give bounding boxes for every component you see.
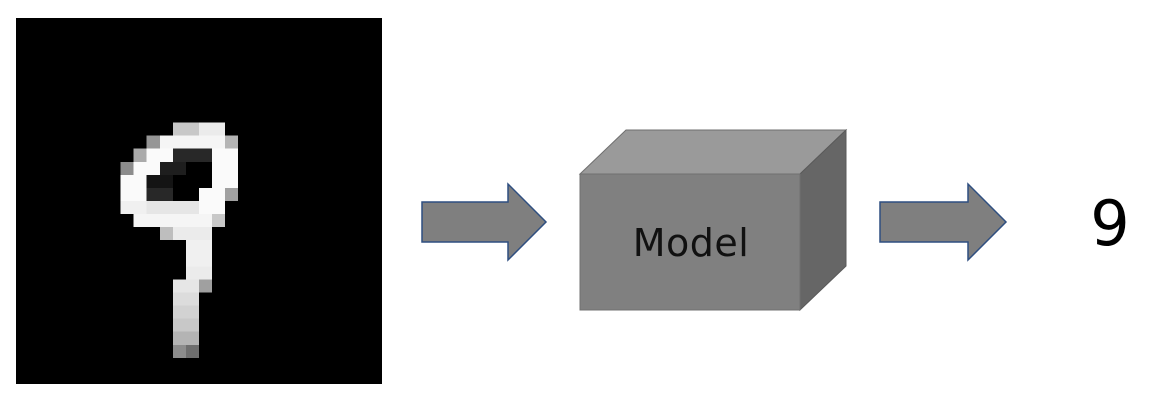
digit-pixel: [120, 201, 134, 215]
digit-pixel: [146, 201, 160, 215]
digit-pixel: [146, 214, 160, 228]
digit-pixel: [212, 148, 226, 162]
digit-pixel: [172, 148, 186, 162]
digit-pixel: [133, 161, 147, 175]
digit-pixel: [185, 331, 199, 345]
digit-pixel: [225, 174, 239, 188]
digit-pixel: [185, 135, 199, 149]
digit-pixel: [172, 122, 186, 136]
digit-pixel: [146, 161, 160, 175]
digit-pixel: [185, 279, 199, 293]
digit-pixel: [212, 174, 226, 188]
digit-pixel: [172, 201, 186, 215]
digit-pixel: [199, 266, 213, 280]
digit-pixel: [185, 266, 199, 280]
digit-pixel: [185, 344, 199, 358]
digit-pixel: [199, 214, 213, 228]
digit-pixel: [185, 227, 199, 241]
digit-pixel: [159, 201, 173, 215]
digit-pixel: [172, 344, 186, 358]
digit-pixel: [199, 135, 213, 149]
digit-pixel: [225, 148, 239, 162]
digit-pixel: [185, 201, 199, 215]
digit-pixel: [225, 187, 239, 201]
digit-pixel: [185, 240, 199, 254]
digit-pixel: [172, 161, 186, 175]
digit-pixel: [172, 279, 186, 293]
digit-pixel: [212, 201, 226, 215]
digit-pixel: [120, 161, 134, 175]
digit-pixel: [212, 122, 226, 136]
digit-pixel: [199, 279, 213, 293]
input-arrow-icon: [418, 180, 550, 264]
digit-pixel: [133, 174, 147, 188]
digit-pixel: [225, 161, 239, 175]
digit-pixel: [212, 135, 226, 149]
digit-pixel: [185, 292, 199, 306]
output-arrow-icon: [876, 180, 1010, 264]
prediction-output: 9: [1090, 186, 1130, 260]
digit-pixel: [185, 318, 199, 332]
digit-pixel: [146, 174, 160, 188]
digit-pixel: [199, 122, 213, 136]
digit-pixel: [185, 148, 199, 162]
digit-pixel: [199, 253, 213, 267]
digit-pixel: [199, 187, 213, 201]
digit-pixel: [172, 292, 186, 306]
digit-pixel: [159, 135, 173, 149]
digit-pixel: [199, 148, 213, 162]
digit-pixel: [212, 187, 226, 201]
digit-pixel: [133, 187, 147, 201]
digit-pixel: [159, 174, 173, 188]
digit-pixel: [120, 187, 134, 201]
digit-pixel: [120, 174, 134, 188]
digit-pixel: [199, 240, 213, 254]
digit-pixel-grid: [120, 122, 239, 358]
digit-pixel: [146, 135, 160, 149]
digit-pixel: [133, 201, 147, 215]
digit-pixel: [172, 318, 186, 332]
digit-pixel: [133, 148, 147, 162]
digit-pixel: [185, 305, 199, 319]
digit-pixel: [185, 253, 199, 267]
digit-pixel: [159, 214, 173, 228]
input-digit-image: [16, 18, 382, 384]
digit-pixel: [159, 227, 173, 241]
digit-pixel: [185, 122, 199, 136]
model-label: Model: [632, 221, 750, 265]
digit-pixel: [146, 148, 160, 162]
digit-pixel: [146, 187, 160, 201]
digit-pixel: [159, 148, 173, 162]
digit-pixel: [199, 227, 213, 241]
model-box: [578, 128, 848, 312]
digit-pixel: [172, 227, 186, 241]
digit-pixel: [225, 135, 239, 149]
digit-pixel: [159, 187, 173, 201]
digit-pixel: [199, 201, 213, 215]
digit-pixel: [172, 305, 186, 319]
digit-pixel: [212, 214, 226, 228]
digit-pixel: [172, 331, 186, 345]
digit-pixel: [185, 214, 199, 228]
digit-pixel: [133, 214, 147, 228]
digit-pixel: [172, 214, 186, 228]
digit-pixel: [212, 161, 226, 175]
digit-pixel: [172, 135, 186, 149]
digit-pixel: [159, 161, 173, 175]
